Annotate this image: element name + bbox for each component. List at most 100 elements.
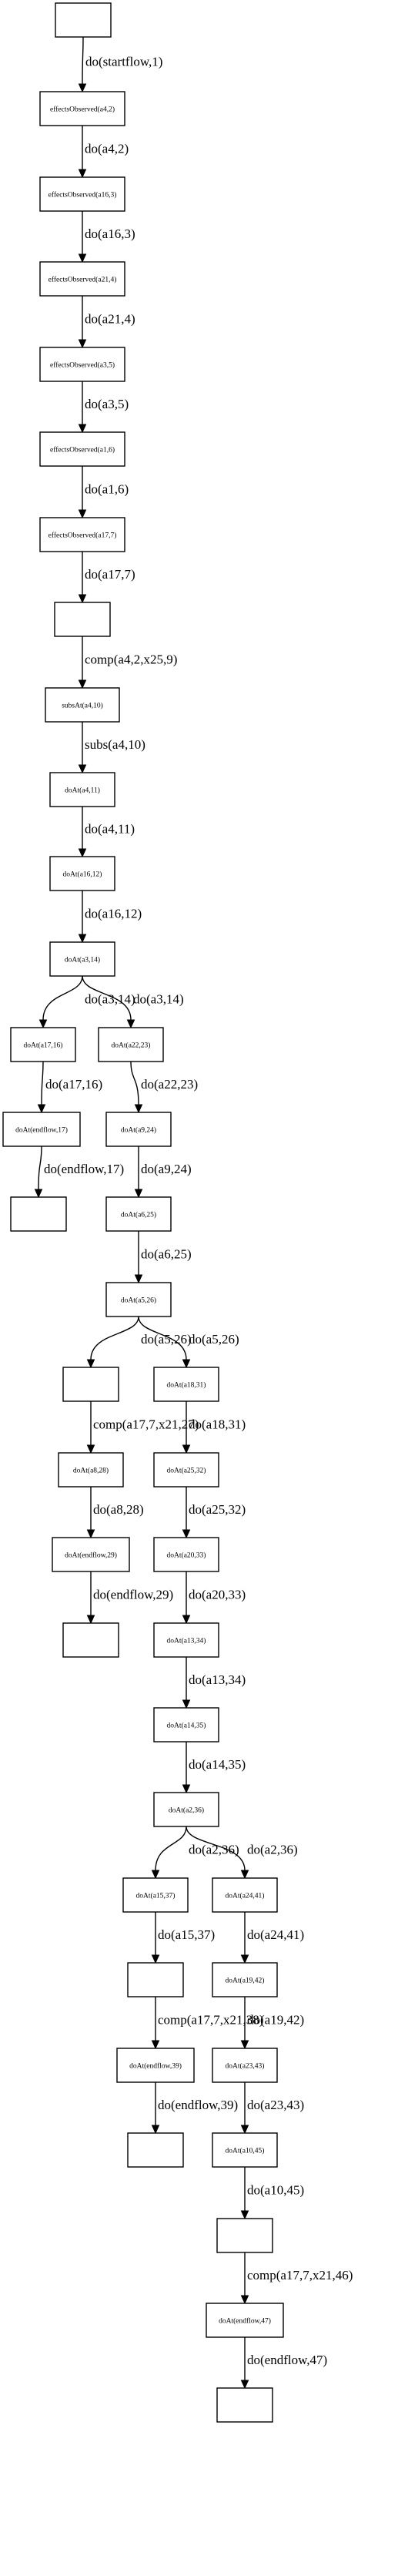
edge: do(a4,11) [78,807,135,858]
node-box [2,1112,81,1147]
edge-line [41,1061,44,1105]
arrowhead [37,1104,46,1114]
node-label: doAt(a4,11) [65,787,100,795]
edge-label: comp(a17,7,x21,38) [158,2013,263,2028]
node-label: doAt(a15,37) [136,1892,176,1900]
edge-label: do(a17,16) [45,1077,102,1092]
edge: comp(a17,7,x21,27) [86,1401,199,1454]
edge: do(a17,7) [78,552,135,604]
arrowhead [182,1529,191,1539]
arrowhead [78,764,87,774]
edge-label: do(a15,37) [158,1927,215,1942]
arrowhead [240,2295,249,2305]
node-label: effectsObserved(a16,3) [48,191,117,200]
state-node: effectsObserved(a4,2) [39,91,125,126]
edge-label: do(a10,45) [247,2183,304,2198]
node-box [49,772,115,807]
state-node-empty [216,2218,273,2253]
node-box [98,1027,164,1062]
edge-label: do(endflow,39) [158,2098,238,2112]
node-label: doAt(a20,33) [167,1551,206,1560]
arrowhead [182,1615,191,1625]
arrowhead [78,169,87,179]
node-label: doAt(a14,35) [167,1722,206,1730]
arrowhead [240,2210,249,2220]
edge: do(endflow,17) [34,1145,124,1199]
node-box [153,1367,219,1402]
node-box [153,1537,219,1572]
edge: do(a2,36) [151,1826,239,1880]
edge: do(endflow,29) [86,1571,173,1625]
edge-line [82,975,132,1021]
edge: do(a16,3) [78,211,135,263]
edge: do(a5,26) [138,1316,239,1369]
node-box [10,1027,76,1062]
node-box [212,2132,278,2168]
node-box [39,176,125,212]
node-box [45,687,120,723]
arrowhead [151,1954,160,1964]
edge-line [186,1826,246,1871]
edges-layer: do(startflow,1)do(a4,2)do(a16,3)do(a21,4… [34,36,353,2390]
state-node: doAt(a19,42) [212,1962,278,1997]
arrowhead [240,1870,249,1880]
edge-label: do(a21,4) [85,312,135,327]
edge-label: do(a20,33) [189,1588,246,1602]
edge: comp(a4,2,x25,9) [78,636,177,689]
node-box [105,1282,172,1317]
edge: do(a22,23) [130,1061,198,1114]
state-node-empty [127,2132,184,2168]
edge-line [90,1316,139,1360]
arrowhead [182,1444,191,1454]
arrowhead [78,934,87,944]
arrowhead [126,1019,135,1029]
node-label: doAt(a16,12) [63,870,102,879]
state-node: doAt(endflow,47) [206,2303,284,2338]
arrowhead [86,1359,95,1369]
arrowhead [134,1274,143,1284]
node-label: doAt(a3,14) [65,956,100,964]
node-label: doAt(a19,42) [226,1977,265,1985]
arrowhead [78,424,87,434]
state-node: doAt(a18,31) [153,1367,219,1402]
edge: do(a3,14) [82,975,184,1029]
node-box [206,2303,284,2338]
state-node: doAt(a2,36) [153,1792,219,1827]
state-node-empty [127,1962,184,1997]
node-label: doAt(a24,41) [226,1892,265,1900]
arrowhead [182,1699,191,1709]
node-label: doAt(a5,26) [121,1296,156,1305]
edge: do(a5,26) [86,1316,192,1369]
node-box [62,1622,119,1658]
edge-label: do(a25,32) [189,1502,246,1517]
edge-label: do(endflow,29) [93,1588,173,1602]
state-node: doAt(a4,11) [49,772,115,807]
edge: do(a20,33) [182,1571,246,1625]
edge: do(a23,43) [240,2082,304,2135]
edge-label: do(a4,2) [85,142,129,156]
node-label: doAt(endflow,17) [15,1126,68,1135]
state-node: doAt(endflow,39) [116,2048,195,2083]
node-box [39,517,125,552]
edge: subs(a4,10) [78,722,145,774]
state-node-empty [55,2,112,38]
node-box [153,1707,219,1742]
edge-label: subs(a4,10) [85,737,145,752]
edge-label: do(a3,14) [133,992,184,1007]
node-box [52,1537,130,1572]
edge-label: do(a2,36) [189,1843,239,1857]
state-node: subsAt(a4,10) [45,687,120,723]
arrowhead [240,2380,249,2390]
node-box [58,1452,124,1488]
node-label: doAt(endflow,47) [219,2317,271,2326]
edge-label: do(endflow,17) [44,1162,124,1176]
edge: do(a21,4) [78,296,135,349]
node-label: doAt(a22,23) [112,1041,151,1050]
arrowhead [151,2040,160,2050]
node-box [10,1196,67,1232]
node-box [54,602,111,637]
state-node: doAt(a3,14) [49,941,115,977]
edge-label: comp(a17,7,x21,27) [93,1417,199,1432]
state-node: doAt(a16,12) [49,856,115,891]
